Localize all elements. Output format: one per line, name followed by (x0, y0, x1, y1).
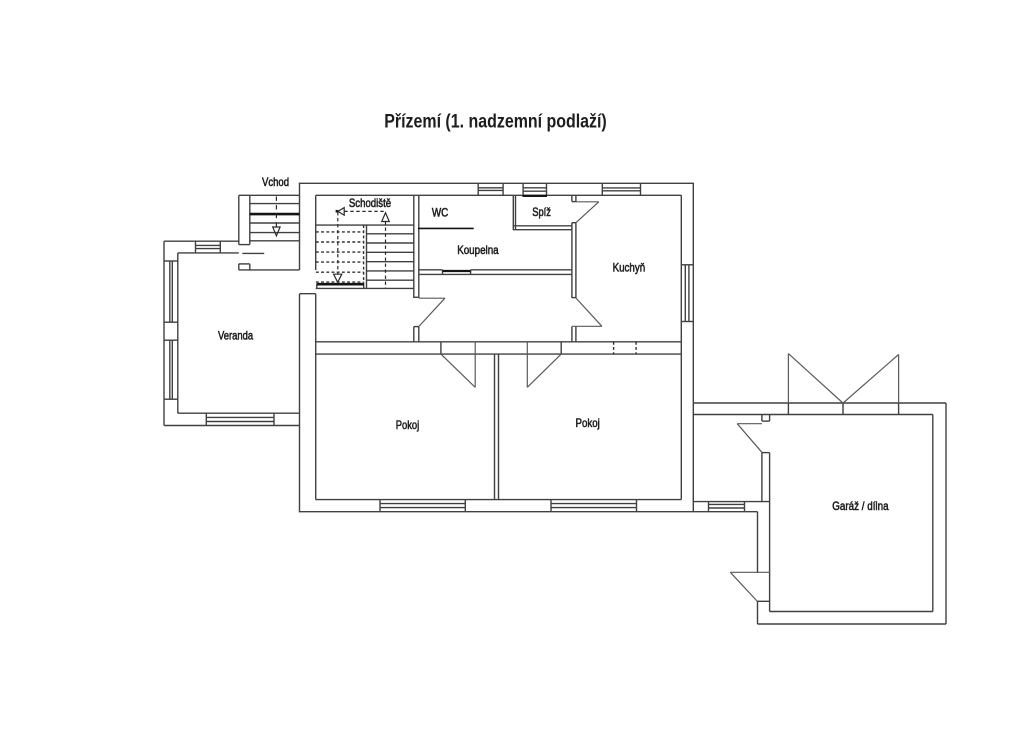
svg-text:WC: WC (432, 206, 449, 220)
svg-text:Veranda: Veranda (218, 329, 253, 343)
svg-text:Vchod: Vchod (262, 175, 289, 189)
svg-text:Koupelna: Koupelna (457, 243, 499, 257)
svg-text:Pokoj: Pokoj (396, 418, 419, 432)
svg-text:Garáž / dílna: Garáž / dílna (832, 499, 889, 513)
svg-text:Schodiště: Schodiště (349, 196, 391, 210)
svg-text:Přízemí (1. nadzemní podlaží): Přízemí (1. nadzemní podlaží) (384, 112, 607, 133)
svg-text:Pokoj: Pokoj (576, 416, 600, 430)
svg-text:Spíž: Spíž (532, 205, 551, 219)
svg-text:Kuchyň: Kuchyň (613, 260, 646, 274)
